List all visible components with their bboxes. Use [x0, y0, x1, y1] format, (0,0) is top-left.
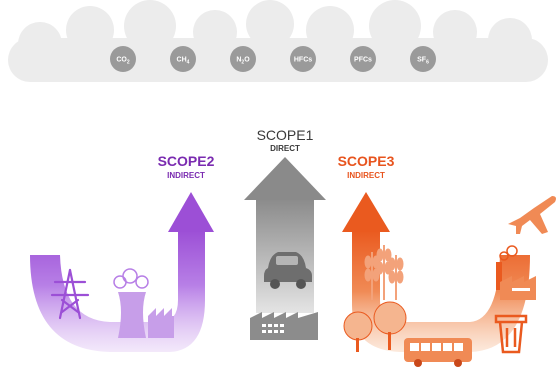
- scope1-arrow: [244, 157, 326, 313]
- gas-circle: [170, 46, 196, 72]
- scope2-title: SCOPE2: [158, 153, 215, 169]
- gas-label: CH4: [177, 57, 190, 66]
- factory-icon: [250, 312, 318, 340]
- gas-label: PFCs: [354, 57, 372, 64]
- power-tower-icon: [50, 268, 90, 320]
- gas-circle: [110, 46, 136, 72]
- scope2-arrow: [30, 192, 214, 352]
- gas-label: SF6: [417, 57, 429, 66]
- cloud-banner: [8, 0, 548, 82]
- gas-circle: [350, 46, 376, 72]
- airplane-icon: [508, 196, 556, 234]
- scope1-subtitle: DIRECT: [270, 144, 300, 153]
- gas-row: CO2 CH4 N2O HFCs PFCs SF6: [110, 46, 436, 72]
- gas-circle: [410, 46, 436, 72]
- gas-circle: [230, 46, 256, 72]
- power-plant-icon: [113, 268, 174, 338]
- scope3-title: SCOPE3: [338, 153, 395, 169]
- scope2-subtitle: INDIRECT: [167, 171, 205, 180]
- car-icon: [264, 252, 312, 289]
- trees-icon: [343, 301, 407, 352]
- gas-label: N2O: [236, 57, 250, 66]
- bus-icon: [404, 338, 472, 367]
- gas-circle: [290, 46, 316, 72]
- gas-label: HFCs: [294, 57, 312, 64]
- gas-label: CO2: [116, 57, 130, 66]
- wheat-icon: [364, 245, 404, 300]
- factory-icon: [496, 245, 536, 300]
- scope1-title: SCOPE1: [257, 127, 314, 143]
- trash-can-icon: [494, 314, 528, 354]
- scope3-subtitle: INDIRECT: [347, 171, 385, 180]
